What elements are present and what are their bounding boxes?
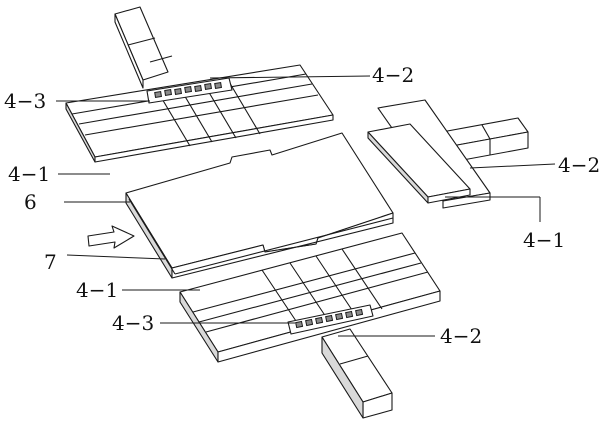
label-top-4-2: 4−2 <box>372 63 414 87</box>
label-7: 7 <box>44 250 57 274</box>
leader-7 <box>66 254 166 260</box>
label-right-4-1: 4−1 <box>523 228 565 252</box>
bottom-assembly: 4−1 4−3 4−2 <box>76 232 482 419</box>
top-assembly: 4−2 4−3 4−1 <box>4 6 414 186</box>
top-beam-left-face <box>114 13 144 89</box>
label-6: 6 <box>24 190 37 214</box>
label-top-4-3: 4−3 <box>4 89 46 113</box>
top-plate-front-edge <box>94 114 334 163</box>
top-beam-top-face <box>114 6 169 81</box>
board-front-edge <box>171 212 394 279</box>
direction-arrow-icon <box>87 225 135 249</box>
label-top-4-1: 4−1 <box>8 162 50 186</box>
leader-top-4-2 <box>209 75 371 79</box>
label-bottom-4-2: 4−2 <box>440 324 482 348</box>
middle-board: 6 7 <box>24 132 394 279</box>
bottom-beam-left-face <box>321 336 364 419</box>
right-assembly: 4−2 4−1 <box>367 99 600 252</box>
leader-right-4-2 <box>469 163 556 169</box>
label-bottom-4-1: 4−1 <box>76 278 118 302</box>
label-bottom-4-3: 4−3 <box>112 311 154 335</box>
label-right-4-2: 4−2 <box>558 153 600 177</box>
